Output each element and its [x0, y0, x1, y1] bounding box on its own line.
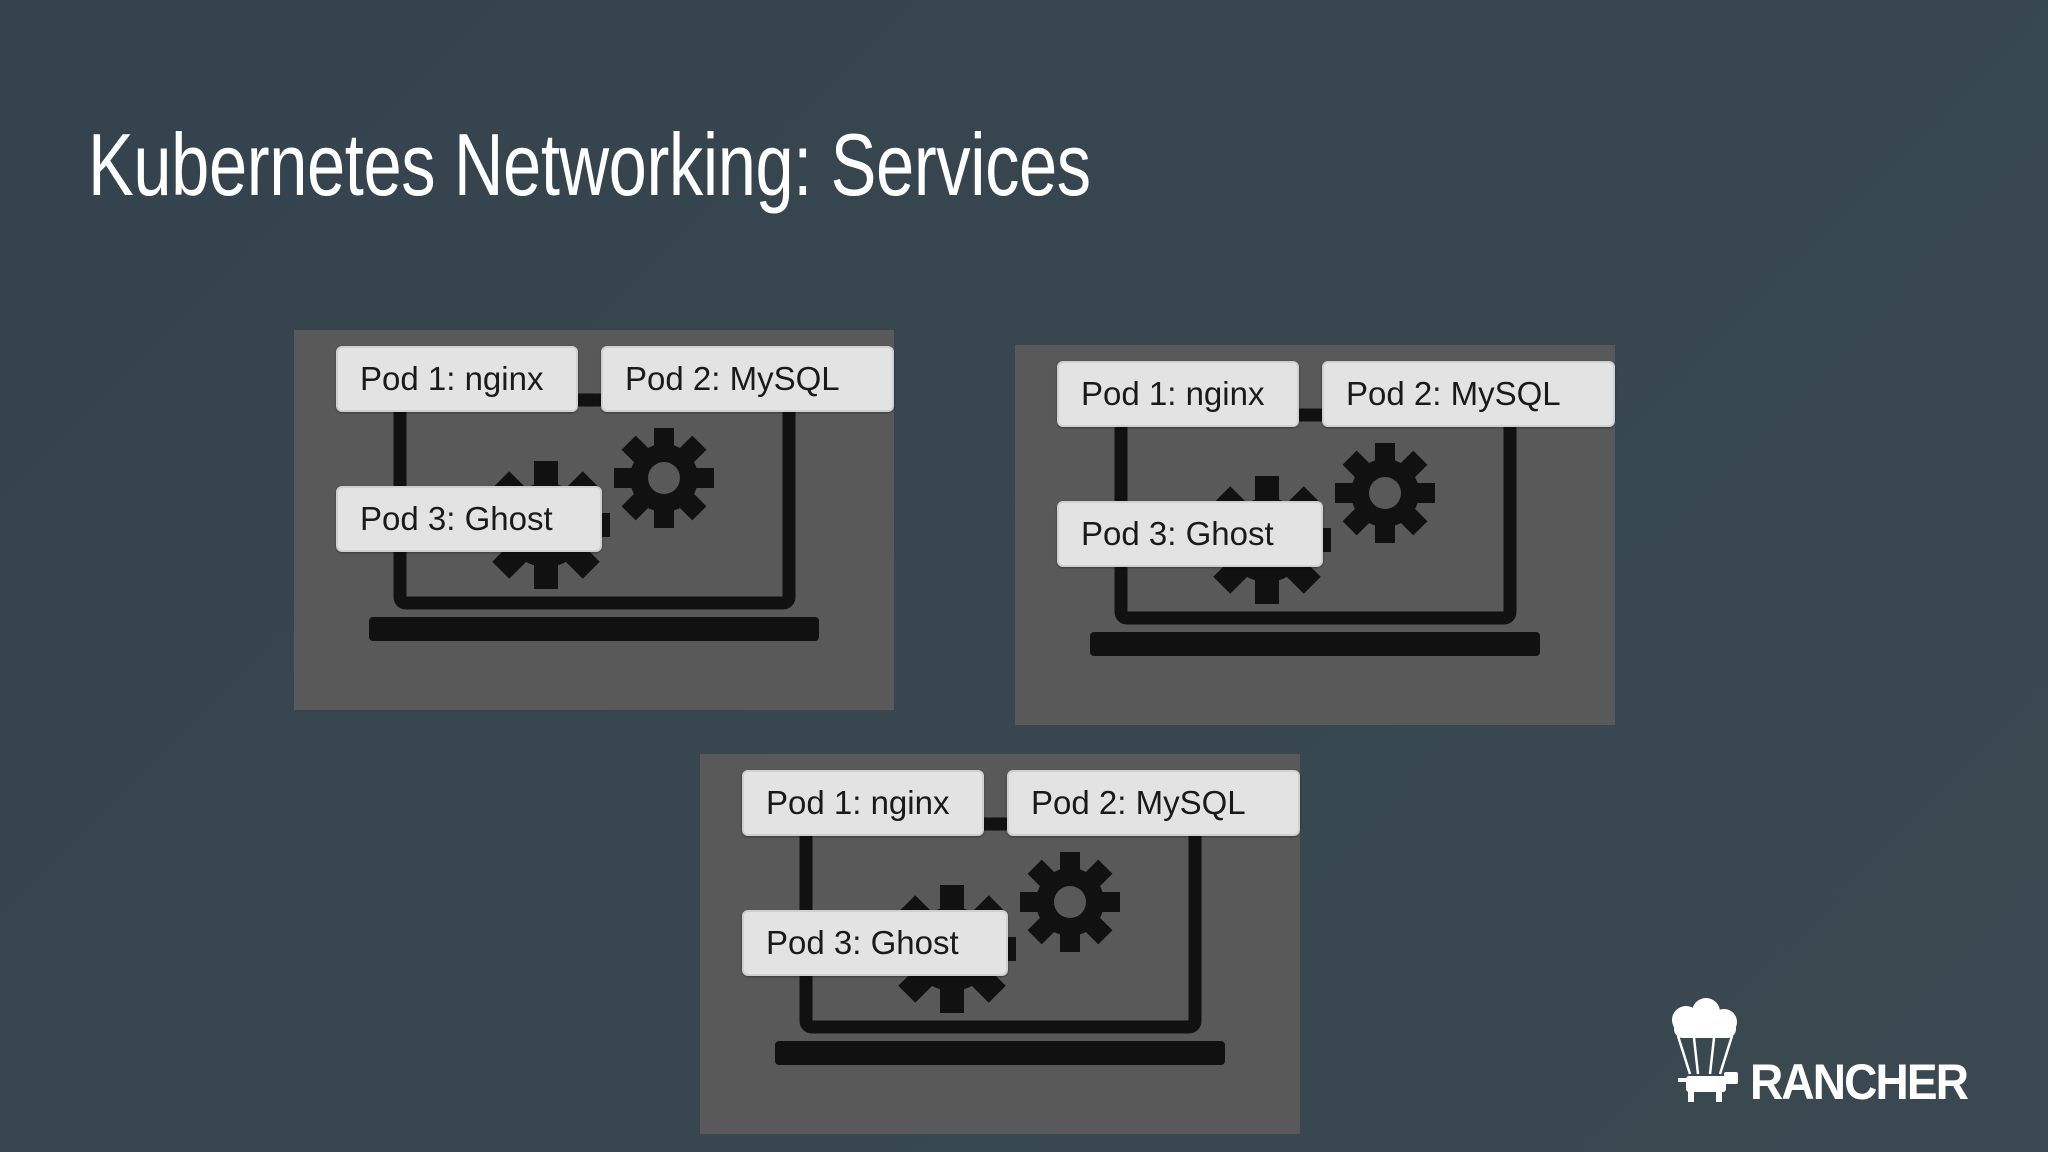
node-panel-3: Pod 1: nginx Pod 2: MySQL Pod 3: Ghost [700, 754, 1300, 1134]
cloud-parachute-cow-icon [1672, 998, 1738, 1102]
pod-label-mysql: Pod 2: MySQL [1007, 770, 1300, 836]
pod-label-nginx: Pod 1: nginx [742, 770, 984, 836]
pod-label-ghost: Pod 3: Ghost [336, 486, 602, 552]
pod-label-ghost: Pod 3: Ghost [1057, 501, 1323, 567]
node-panel-1: Pod 1: nginx Pod 2: MySQL Pod 3: Ghost [294, 330, 894, 710]
pod-label-ghost: Pod 3: Ghost [742, 910, 1008, 976]
pod-label-nginx: Pod 1: nginx [1057, 361, 1299, 427]
rancher-wordmark: RANCHER [1750, 1054, 1969, 1110]
pod-label-mysql: Pod 2: MySQL [601, 346, 894, 412]
slide-title: Kubernetes Networking: Services [88, 115, 1091, 214]
pod-label-nginx: Pod 1: nginx [336, 346, 578, 412]
rancher-logo: RANCHER [1664, 998, 1974, 1114]
pod-label-mysql: Pod 2: MySQL [1322, 361, 1615, 427]
node-panel-2: Pod 1: nginx Pod 2: MySQL Pod 3: Ghost [1015, 345, 1615, 725]
